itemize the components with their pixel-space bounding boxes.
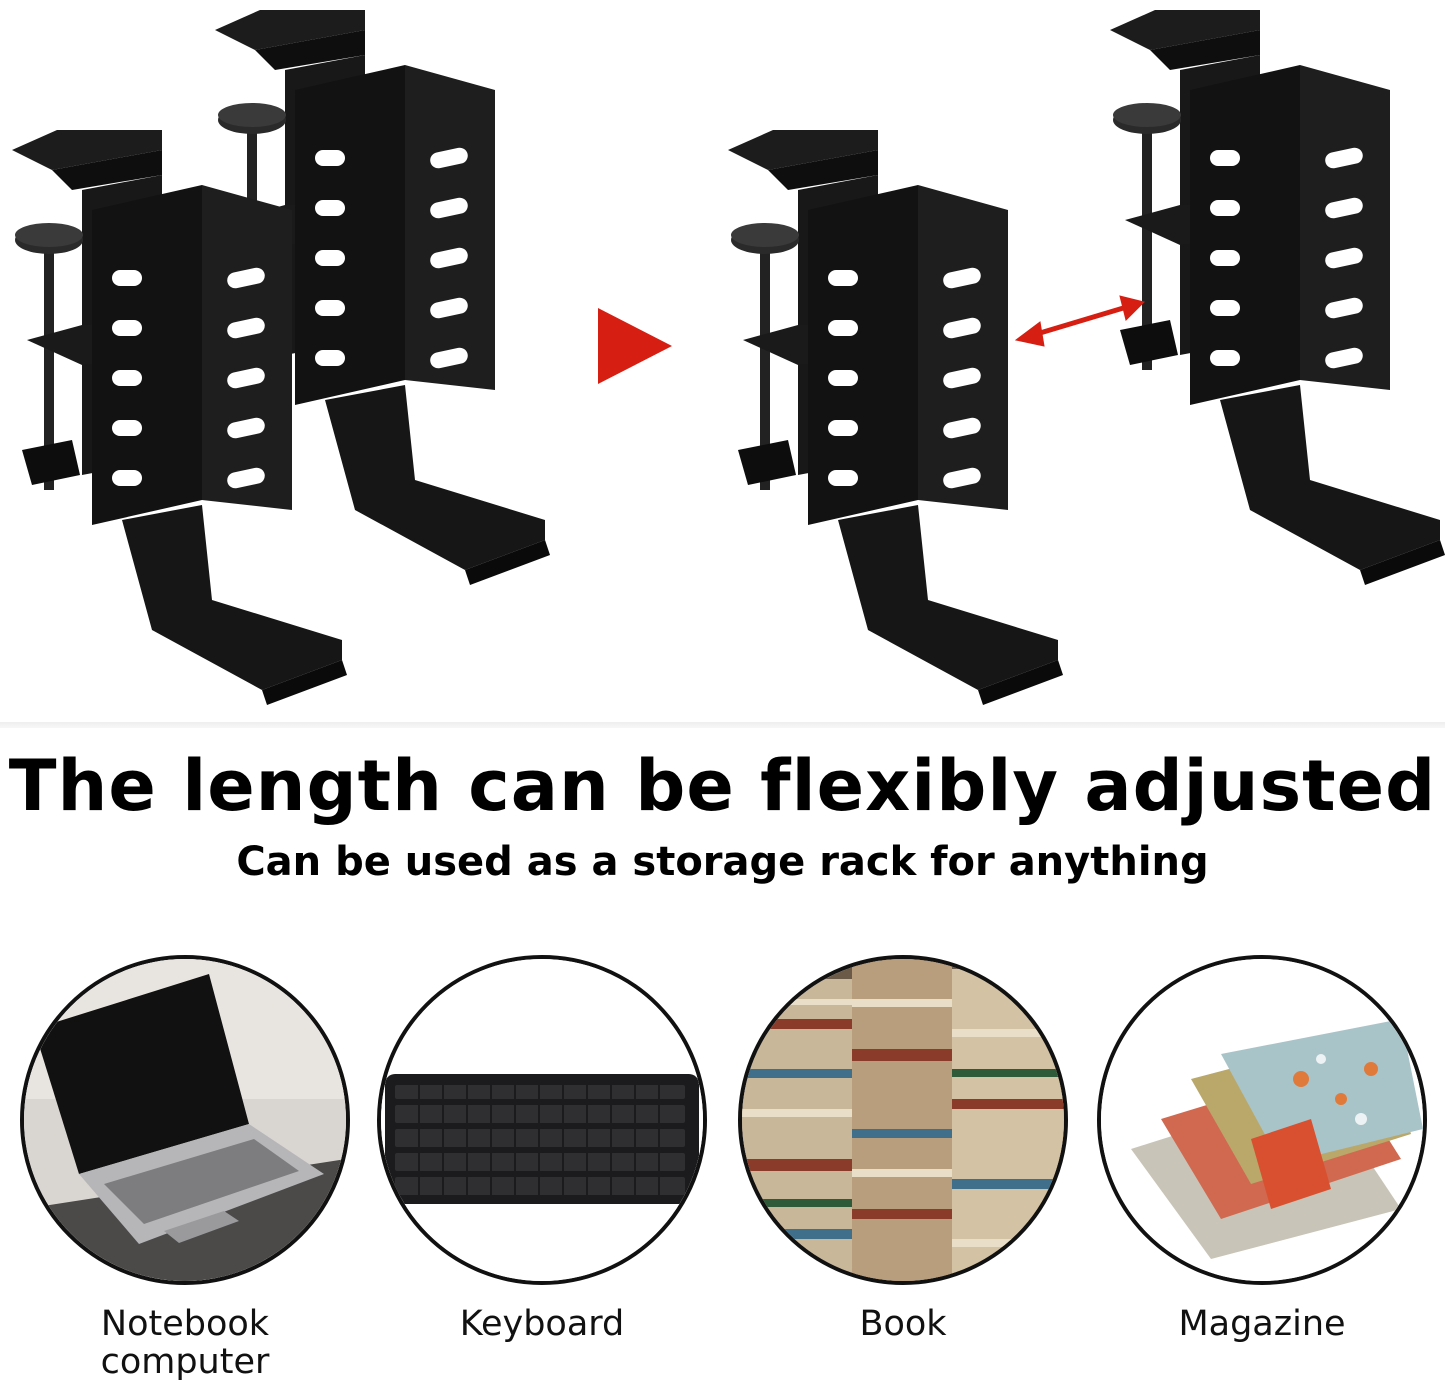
book-stack-image [738, 955, 1068, 1285]
magazine-image [1097, 955, 1427, 1285]
use-label-magazine: Magazine [1178, 1304, 1346, 1344]
use-item-book: Book [733, 955, 1073, 1343]
use-label-notebook: Notebook computer [100, 1304, 270, 1382]
subheadline: Can be used as a storage rack for anythi… [236, 839, 1209, 885]
keyboard-image [377, 955, 707, 1285]
product-hero [12, 10, 1445, 705]
laptop-image [20, 955, 350, 1285]
use-cases: Notebook computer [0, 955, 1445, 1394]
section-divider [0, 722, 1445, 728]
product-illustration [12, 10, 1445, 705]
use-item-keyboard: Keyboard [372, 955, 712, 1343]
play-arrow-icon [598, 308, 672, 384]
use-item-magazine: Magazine [1092, 955, 1432, 1343]
double-arrow-icon [1014, 295, 1145, 347]
headline: The length can be flexibly adjusted [8, 745, 1437, 827]
use-item-notebook: Notebook computer [15, 955, 355, 1381]
use-label-book: Book [859, 1304, 947, 1344]
use-label-keyboard: Keyboard [459, 1304, 625, 1344]
